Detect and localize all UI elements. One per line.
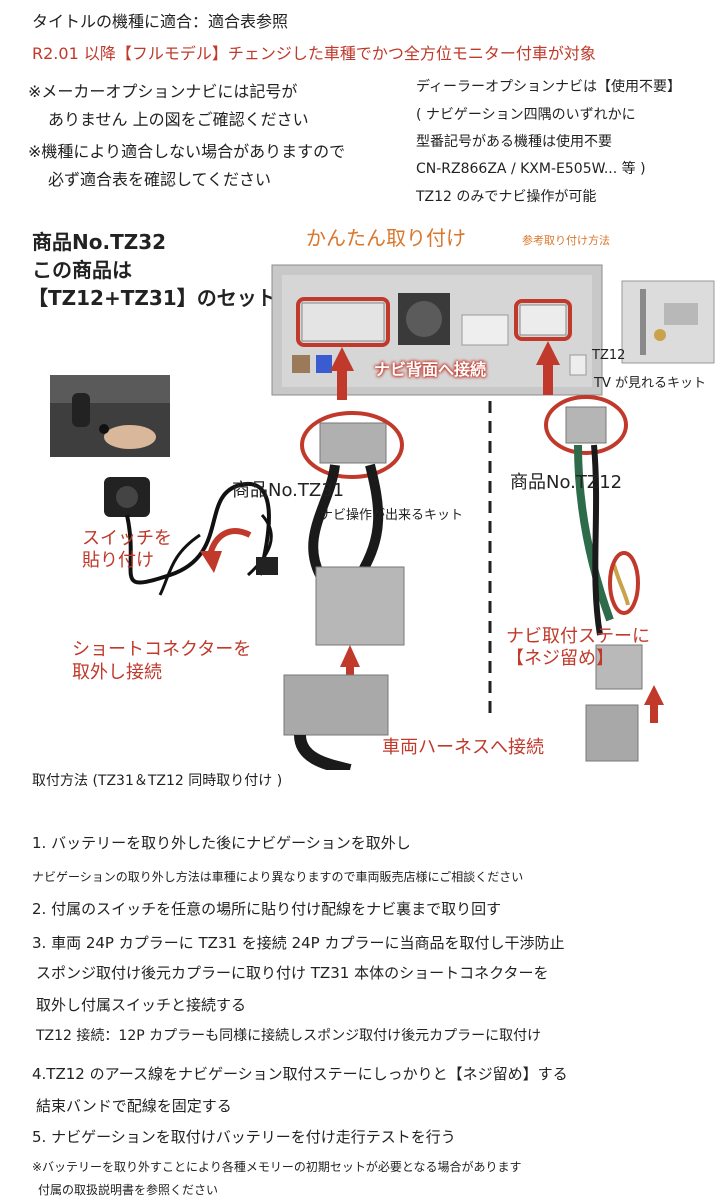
note-left-3: ※機種により適合しない場合がありますので	[28, 142, 346, 161]
diagram-title: かんたん取り付け	[306, 226, 466, 250]
note-right-5: TZ12 のみでナビ操作が可能	[416, 189, 597, 205]
step-4-line1: 4.TZ12 のアース線をナビゲーション取付ステーにしっかりと【ネジ留め】する	[32, 1065, 568, 1083]
tz12-connector-circle	[544, 395, 628, 455]
step-3-line1: 3. 車両 24P カプラーに TZ31 を接続 24P カプラーに当商品を取付…	[32, 934, 565, 952]
note-left-4: 必ず適合表を確認してください	[48, 170, 272, 189]
step-1-note: ナビゲーションの取り外し方法は車種により異なりますので車両販売店様にご相談くださ…	[32, 870, 524, 884]
step-1: 1. バッテリーを取り外した後にナビゲーションを取外し	[32, 834, 411, 852]
navi-back-label: ナビ背面へ接続	[374, 360, 487, 379]
short-connector	[256, 557, 278, 575]
step-5: 5. ナビゲーションを取付けバッテリーを付け走行テストを行う	[32, 1128, 456, 1146]
tz12-kit-desc: TV が見れるキット	[594, 376, 706, 391]
short-connector-label-1: ショートコネクターを	[72, 639, 252, 660]
tz12-connector-top	[565, 406, 607, 444]
vehicle-harness-connector	[283, 674, 389, 736]
step-4-line2: 結束バンドで配線を固定する	[36, 1097, 232, 1115]
switch-label-2: 貼り付け	[82, 550, 154, 571]
tz31-connector-bottom	[315, 566, 405, 646]
note-left-1: ※メーカーオプションナビには記号が	[28, 82, 298, 101]
tz12-photo	[621, 280, 715, 364]
header-target-note: R2.01 以降【フルモデル】チェンジした車種でかつ全方位モニター付車が対象	[32, 44, 596, 63]
tz12-name: 商品No.TZ12	[510, 472, 623, 493]
step-2: 2. 付属のスイッチを任意の場所に貼り付け配線をナビ裏まで取り回す	[32, 900, 502, 918]
note-right-3: 型番記号がある機種は使用不要	[416, 134, 612, 150]
step-3-tz12: TZ12 接続：12P カプラーも同様に接続しスポンジ取付け後元カプラーに取付け	[36, 1028, 542, 1044]
battery-warning-2: 付属の取扱説明書を参照ください	[38, 1183, 219, 1197]
up-arrow-tz12	[536, 341, 560, 395]
curved-arrow	[207, 528, 252, 556]
diagram-subtitle: 参考取り付け方法	[522, 234, 610, 247]
ground-wire-circle	[608, 551, 640, 615]
header-title: タイトルの機種に適合：適合表参照	[32, 12, 289, 31]
tz31-kit-desc: ナビ操作が出来るキット	[320, 508, 464, 523]
tz12-port-highlight	[514, 299, 572, 341]
note-left-2: ありません 上の図をご確認ください	[48, 110, 309, 129]
note-right-2: ( ナビゲーション四隅のいずれかに	[416, 107, 636, 123]
up-arrow-harness	[340, 645, 360, 693]
tz31-name: 商品No.TZ31	[232, 480, 345, 501]
up-arrow-tz12-harness	[644, 685, 664, 723]
step-3-line2: スポンジ取付け後元カプラーに取り付け TZ31 本体のショートコネクターを	[36, 964, 549, 982]
tz31-connector-top	[319, 422, 387, 464]
product-set: 【TZ12+TZ31】のセット	[28, 286, 277, 310]
step-3-line3: 取外し付属スイッチと接続する	[36, 996, 247, 1014]
steps-heading: 取付方法 (TZ31＆TZ12 同時取り付け )	[32, 773, 283, 789]
tz31-port-highlight	[296, 297, 390, 347]
stay-label-1: ナビ取付ステーに	[506, 626, 650, 647]
stay-label-2: 【ネジ留め】	[506, 648, 614, 669]
tz12-connector-bottom	[595, 644, 643, 690]
car-switch-photo	[50, 375, 170, 457]
tz12-label: TZ12	[592, 348, 626, 363]
battery-warning-1: ※バッテリーを取り外すことにより各種メモリーの初期セットが必要となる場合がありま…	[32, 1160, 522, 1174]
tz31-connector-circle	[300, 411, 404, 479]
note-right-1: ディーラーオプションナビは【使用不要】	[416, 79, 682, 95]
short-connector-label-2: 取外し接続	[72, 662, 162, 683]
up-arrow-tz31	[330, 347, 354, 400]
switch-label-1: スイッチを	[82, 528, 172, 549]
product-desc: この商品は	[32, 258, 132, 282]
navigation-unit	[271, 264, 603, 396]
note-right-4: CN-RZ866ZA / KXM-E505W... 等 )	[416, 161, 646, 177]
tz12-vehicle-connector	[585, 704, 639, 762]
harness-label: 車両ハーネスへ接続	[382, 737, 544, 758]
product-number: 商品No.TZ32	[32, 230, 167, 254]
installation-diagram	[50, 264, 715, 770]
